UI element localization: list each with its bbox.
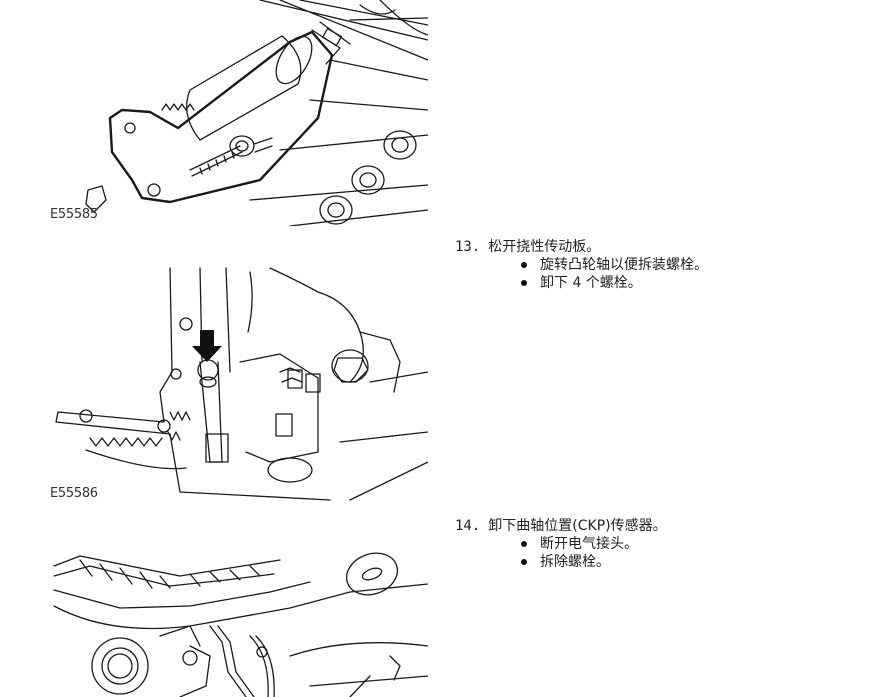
figure-label: E55586 xyxy=(50,486,98,501)
step-13: 13. 松开挠性传动板。 旋转凸轮轴以便拆装螺栓。 卸下 4 个螺栓。 xyxy=(455,238,865,292)
figure-e55585: E55585 xyxy=(50,0,428,226)
step-heading: 13. 松开挠性传动板。 xyxy=(455,238,865,256)
bullet-item: 卸下 4 个螺栓。 xyxy=(518,274,865,292)
illustration-ckp-sensor xyxy=(53,552,428,697)
bullet-text: 拆除螺栓。 xyxy=(540,554,610,570)
step-number: 13. xyxy=(455,239,481,255)
bullet-dot-icon xyxy=(521,280,527,286)
step-bullets: 旋转凸轮轴以便拆装螺栓。 卸下 4 个螺栓。 xyxy=(455,256,865,292)
bullet-item: 断开电气接头。 xyxy=(518,535,865,553)
step-title: 卸下曲轴位置(CKP)传感器。 xyxy=(488,518,667,534)
bullet-dot-icon xyxy=(521,559,527,565)
bullet-text: 卸下 4 个螺栓。 xyxy=(540,275,642,291)
bullet-item: 拆除螺栓。 xyxy=(518,553,865,571)
illustration-e55585 xyxy=(85,0,428,226)
figure-label: E55585 xyxy=(50,207,98,222)
bullet-dot-icon xyxy=(521,541,527,547)
bullet-text: 旋转凸轮轴以便拆装螺栓。 xyxy=(540,257,708,273)
figure-e55586: E55586 xyxy=(50,262,428,502)
bullet-item: 旋转凸轮轴以便拆装螺栓。 xyxy=(518,256,865,274)
step-number: 14. xyxy=(455,518,481,534)
arrow-down-icon xyxy=(192,330,222,362)
figure-ckp-sensor xyxy=(50,546,428,697)
bullet-text: 断开电气接头。 xyxy=(540,536,638,552)
bullet-dot-icon xyxy=(521,262,527,268)
step-title: 松开挠性传动板。 xyxy=(488,239,601,255)
step-heading: 14. 卸下曲轴位置(CKP)传感器。 xyxy=(455,517,865,535)
step-14: 14. 卸下曲轴位置(CKP)传感器。 断开电气接头。 拆除螺栓。 xyxy=(455,517,865,571)
illustration-e55586 xyxy=(55,267,428,501)
step-bullets: 断开电气接头。 拆除螺栓。 xyxy=(455,535,865,571)
